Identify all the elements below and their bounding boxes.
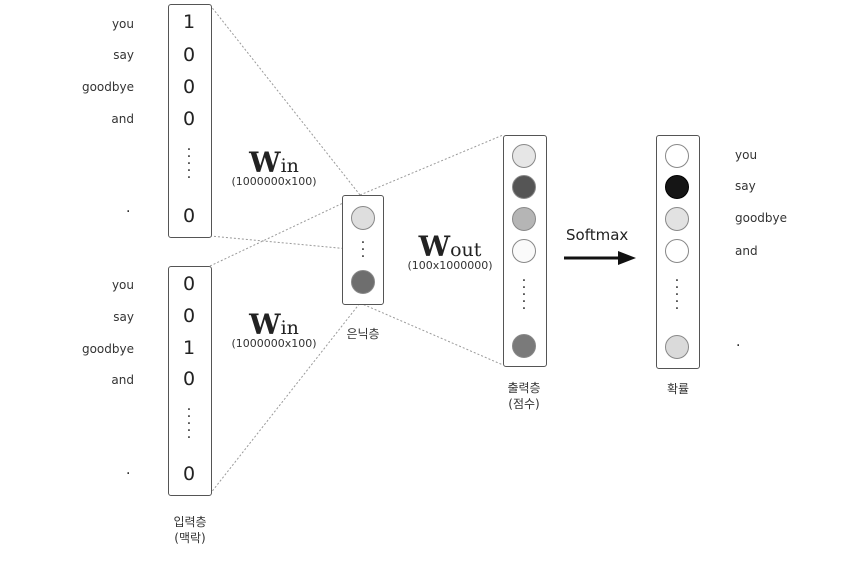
probability-neuron — [665, 207, 689, 231]
one-hot-value: 0 — [182, 368, 196, 390]
input-word-goodbye: goodbye — [81, 80, 134, 94]
output-layer-box: ····· — [503, 135, 547, 367]
score-neuron — [512, 175, 536, 199]
weight-dimensions: (100x1000000) — [407, 259, 493, 272]
one-hot-value: 1 — [182, 337, 196, 359]
probability-neuron — [665, 239, 689, 263]
input-ellipsis-dot: · — [126, 466, 131, 482]
one-hot-value: 0 — [182, 108, 196, 130]
probability-caption: 확률 — [666, 382, 690, 396]
connector-line — [359, 134, 504, 196]
one-hot-value: 0 — [182, 205, 196, 227]
hidden-neuron — [351, 270, 375, 294]
weight-subscript: out — [450, 239, 482, 261]
connector-line — [359, 302, 504, 366]
input-layer-caption: 입력층 (맥락) — [150, 514, 230, 546]
probability-neuron — [665, 175, 689, 199]
probability-layer-box: ····· — [656, 135, 700, 369]
input-word-you: you — [111, 17, 134, 31]
one-hot-value: 0 — [182, 273, 196, 295]
weight-dimensions: (1000000x100) — [231, 337, 317, 350]
input-vector-1: 1 0 0 0 ····· 0 — [168, 4, 212, 238]
vertical-ellipsis: ····· — [521, 273, 527, 317]
one-hot-value: 0 — [182, 44, 196, 66]
connector-line — [209, 4, 361, 196]
probability-neuron — [665, 335, 689, 359]
weight-in-label-2: Win (1000000x100) — [222, 308, 326, 350]
input-word-say: say — [113, 310, 134, 324]
connector-line — [209, 302, 361, 495]
hidden-layer-caption: 은닉층 — [346, 327, 380, 341]
weight-symbol: W — [249, 308, 281, 341]
vertical-ellipsis: ··· — [360, 235, 366, 265]
one-hot-value: 1 — [182, 11, 196, 33]
input-word-say: say — [113, 48, 134, 62]
vertical-ellipsis: ····· — [674, 273, 680, 317]
output-layer-caption: 출력층 (점수) — [484, 380, 564, 412]
input-word-and: and — [111, 112, 134, 126]
connector-line — [209, 235, 361, 251]
one-hot-value: 0 — [182, 76, 196, 98]
output-word-goodbye: goodbye — [735, 211, 788, 225]
probability-neuron — [665, 144, 689, 168]
softmax-label: Softmax — [566, 226, 629, 244]
output-layer-sublabel: (점수) — [508, 397, 540, 411]
one-hot-value: 0 — [182, 305, 196, 327]
output-word-and: and — [735, 244, 758, 258]
input-layer-label: 입력층 — [173, 515, 207, 529]
weight-out-label: Wout (100x1000000) — [400, 230, 500, 272]
hidden-layer-box: ··· — [342, 195, 384, 305]
hidden-neuron — [351, 206, 375, 230]
weight-symbol: W — [418, 230, 451, 263]
score-neuron — [512, 144, 536, 168]
softmax-arrow — [564, 251, 636, 265]
vertical-ellipsis: ····· — [186, 142, 192, 186]
weight-subscript: in — [280, 317, 299, 339]
weight-in-label-1: Win (1000000x100) — [222, 146, 326, 188]
vertical-ellipsis: ····· — [186, 402, 192, 446]
score-neuron — [512, 207, 536, 231]
input-word-and: and — [111, 373, 134, 387]
weight-dimensions: (1000000x100) — [231, 175, 317, 188]
score-neuron — [512, 239, 536, 263]
output-ellipsis-dot: · — [736, 338, 741, 354]
input-layer-sublabel: (맥락) — [174, 531, 206, 545]
input-ellipsis-dot: · — [126, 204, 131, 220]
connector-line — [209, 194, 361, 267]
output-layer-label: 출력층 — [507, 381, 541, 395]
output-word-say: say — [735, 179, 756, 193]
input-vector-2: 0 0 1 0 ····· 0 — [168, 266, 212, 496]
output-word-you: you — [735, 148, 758, 162]
input-word-you: you — [111, 278, 134, 292]
one-hot-value: 0 — [182, 463, 196, 485]
weight-symbol: W — [249, 146, 281, 179]
weight-subscript: in — [280, 155, 299, 177]
input-word-goodbye: goodbye — [81, 342, 134, 356]
score-neuron — [512, 334, 536, 358]
